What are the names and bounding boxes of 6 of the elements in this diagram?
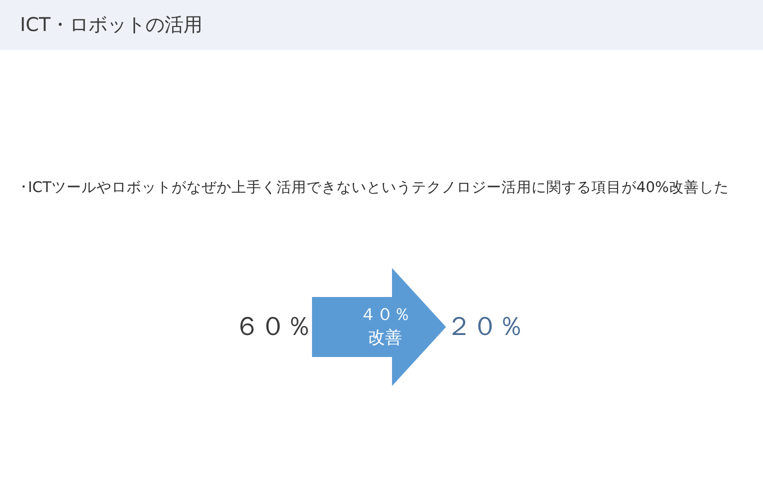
block-arrow <box>312 268 446 386</box>
percentage-text: ２０％ <box>446 311 524 343</box>
edge-label: ４０％改善 <box>358 304 412 350</box>
percentage-text: ６０％ <box>234 311 312 343</box>
bullet-text: ･ICTツールやロボットがなぜか上手く活用できないというテクノロジー活用に関する項目が40%改善した <box>20 178 729 198</box>
slide-title: ICT・ロボットの活用 <box>20 13 202 38</box>
